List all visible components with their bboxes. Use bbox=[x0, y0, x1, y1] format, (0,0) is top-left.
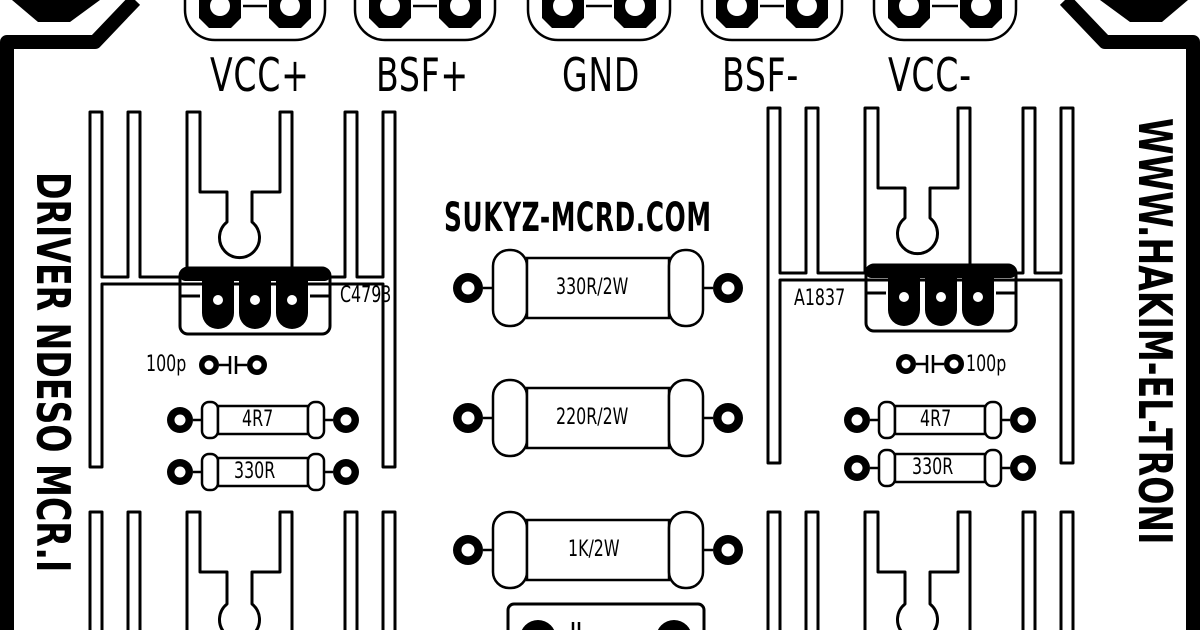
connector-bsf-minus bbox=[700, 0, 844, 42]
transistor-label-left: C4793 bbox=[340, 283, 392, 308]
connector-label-gnd: GND bbox=[562, 48, 641, 102]
resistor-label-4r7-right: 4R7 bbox=[920, 407, 952, 432]
capacitor-label-left: 100p bbox=[146, 352, 187, 377]
resistor-label-330r-right: 330R bbox=[912, 455, 954, 480]
resistor-label-1k-2w: 1K/2W bbox=[568, 537, 620, 562]
resistor-label-220r-2w: 220R/2W bbox=[556, 405, 629, 430]
connector-bsf-plus bbox=[353, 0, 497, 42]
connector-label-vcc-plus: VCC+ bbox=[210, 48, 310, 102]
side-text-right: WWW.HAKIM-EL-TRONI bbox=[1128, 118, 1182, 545]
bottom-center-component bbox=[506, 602, 706, 630]
resistor-label-330r-left: 330R bbox=[234, 459, 276, 484]
capacitor-left bbox=[197, 353, 269, 377]
connector-label-vcc-minus: VCC- bbox=[888, 48, 972, 102]
transistor-label-right: A1837 bbox=[794, 286, 846, 311]
side-text-left: DRIVER NDESO MCR.I bbox=[26, 172, 80, 573]
corner-pads bbox=[12, 0, 1188, 22]
transistor-right bbox=[864, 263, 1018, 333]
capacitor-right bbox=[894, 352, 966, 376]
heatsink-bottom-left bbox=[88, 510, 397, 630]
connector-vcc-minus bbox=[872, 0, 1018, 42]
resistor-label-4r7-left: 4R7 bbox=[242, 407, 274, 432]
connector-label-bsf-minus: BSF- bbox=[722, 48, 800, 102]
connector-gnd bbox=[526, 0, 672, 42]
connector-vcc-plus bbox=[183, 0, 327, 42]
heatsink-bottom-right bbox=[766, 510, 1075, 630]
connector-row bbox=[183, 0, 1018, 42]
resistor-label-330r-2w: 330R/2W bbox=[556, 275, 629, 300]
transistor-left bbox=[178, 266, 332, 336]
website-label: SUKYZ-MCRD.COM bbox=[444, 195, 712, 241]
connector-label-bsf-plus: BSF+ bbox=[376, 48, 469, 102]
capacitor-label-right: 100p bbox=[966, 352, 1007, 377]
